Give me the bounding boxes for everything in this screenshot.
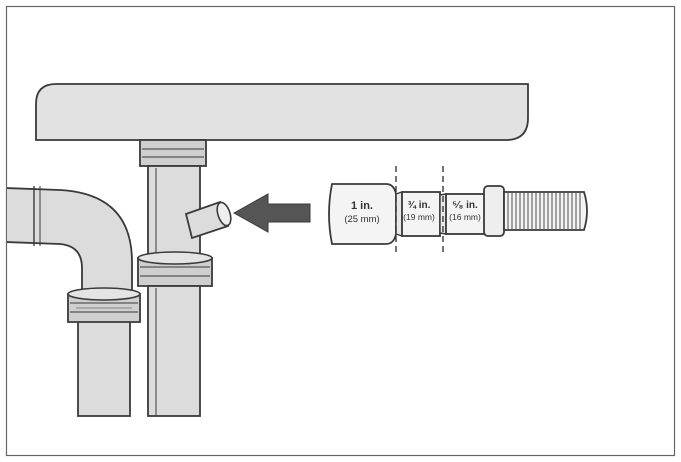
label-5-8in-metric: (16 mm) [449,212,481,222]
label-1in-size: 1 in. [351,200,373,212]
label-5-8in-size: ⁵⁄₈ in. [452,200,478,211]
label-1in-metric: (25 mm) [344,214,379,225]
hose-collar [483,185,505,237]
tailpiece-pipe [137,139,232,417]
hose-section-3-4in [401,191,441,237]
label-3-4in-size: ¾ in. [408,200,431,211]
hose-section-1in [328,183,397,245]
dishwasher-branch-stub [184,200,232,240]
label-3-4in-metric: (19 mm) [403,212,435,222]
hose-section-5-8in [445,193,487,235]
corrugated-hose [503,191,588,231]
drain-hose-adapter: 1 in. (25 mm) ¾ in. (19 mm) ⁵⁄₈ in. (16 … [328,166,588,254]
arrow-left-icon [232,193,311,233]
left-bent-pipe [7,186,141,417]
tailpiece-top-nut [139,139,207,167]
countertop [35,83,529,141]
